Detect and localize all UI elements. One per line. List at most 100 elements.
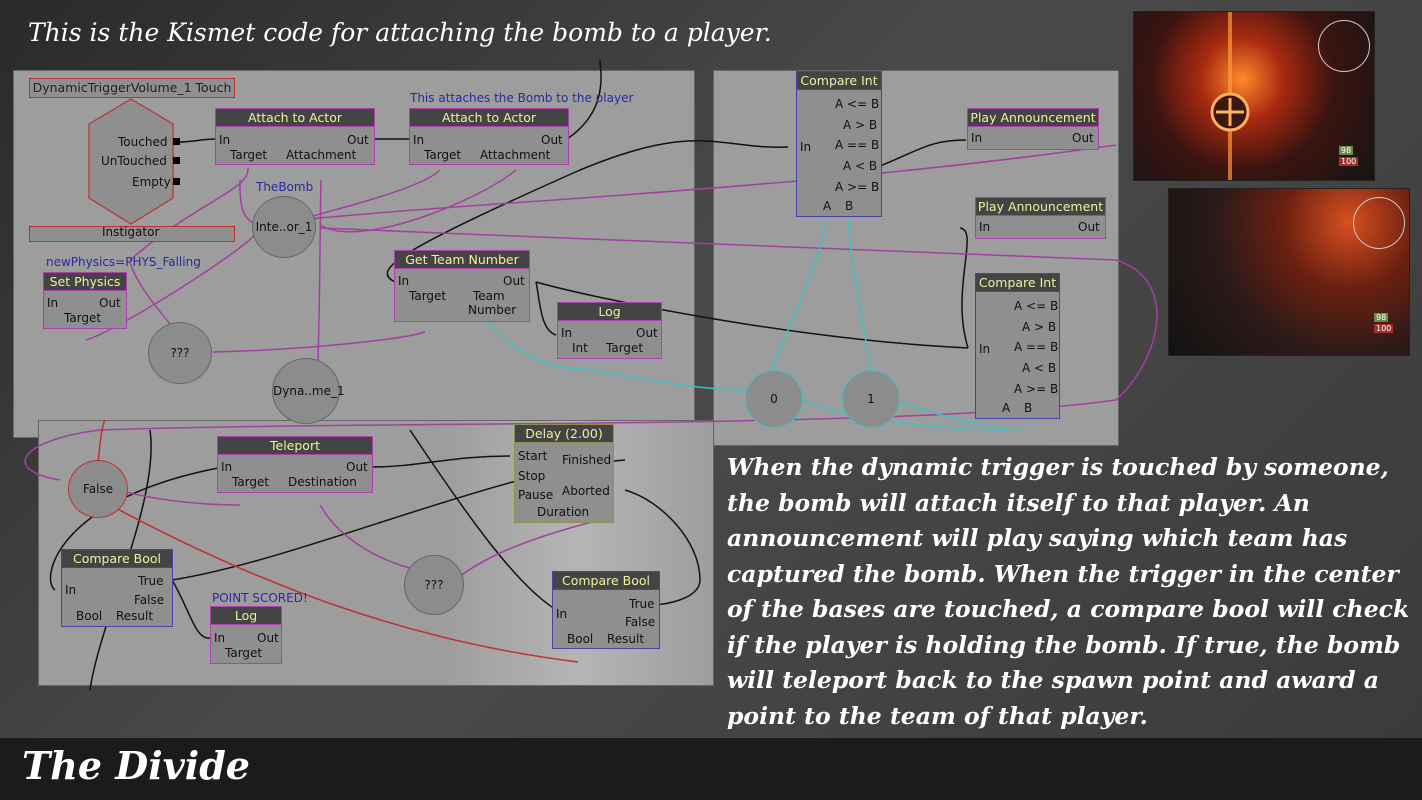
unknown-variable-2[interactable]: ??? [404,555,464,615]
delay-start: Start [518,449,548,463]
bomb-sphere-icon [1210,12,1250,180]
delay-node[interactable]: Delay (2.00) Start Stop Pause Finished A… [514,424,614,523]
compare-int-1-row-1: A <= B [835,97,880,111]
trigger-instigator-label: Instigator [102,225,160,239]
teleport-destination: Destination [288,475,357,489]
teleport-node[interactable]: Teleport In Out Target Destination [217,436,373,493]
compare-int-2-row-2: A > B [1022,320,1057,334]
attach-actor-1-attachment: Attachment [286,148,357,162]
trigger-touched-label: Touched [118,135,168,149]
hud-armor-1: 100 [1339,157,1359,166]
attach-actor-node-2[interactable]: Attach to Actor In Out Target Attachment [409,108,569,165]
compare-int-2-row-4: A < B [1022,361,1057,375]
log-1-int: Int [572,341,588,355]
play-announcement-node-2[interactable]: Play Announcement In Out [975,197,1106,239]
compare-int-2-row-5: A >= B [1014,382,1059,396]
compare-bool-2-title: Compare Bool [553,572,659,590]
description-text: When the dynamic trigger is touched by s… [727,453,1410,730]
hud-armor-2: 100 [1374,324,1394,333]
delay-finished: Finished [562,453,612,467]
attach-actor-2-target: Target [424,148,462,162]
compare-bool-2-result: Result [607,632,645,646]
teleport-in: In [221,460,233,474]
compare-bool-node-1[interactable]: Compare Bool In True False Bool Result [61,549,173,627]
compare-int-2-a: A [1002,401,1011,415]
trigger-untouched-label: UnTouched [101,154,167,168]
teleport-out: Out [346,460,368,474]
game-screenshot-1: 98 100 [1133,11,1375,181]
trigger-touched-pin[interactable] [173,138,180,145]
set-physics-node[interactable]: Set Physics In Out Target [43,272,127,329]
compare-bool-1-true: True [138,574,164,588]
project-title: The Divide [22,743,250,788]
compare-bool-2-false: False [625,615,656,629]
delay-aborted: Aborted [562,484,610,498]
int-one-variable[interactable]: 1 [842,370,900,428]
compare-int-2-title: Compare Int [976,274,1059,292]
compare-int-node-2[interactable]: Compare Int A <= B A > B A == B A < B A … [975,273,1060,419]
compare-bool-1-false: False [134,593,165,607]
trigger-untouched-pin[interactable] [173,157,180,164]
log-node-1[interactable]: Log In Out Int Target [557,302,662,359]
get-team-number-node[interactable]: Get Team Number In Out Target Team Numbe… [394,250,530,322]
attach-actor-2-attachment: Attachment [480,148,551,162]
false-variable[interactable]: False [68,460,128,518]
get-team-out: Out [503,274,525,288]
int-zero-variable[interactable]: 0 [745,370,803,428]
log-1-title: Log [558,303,661,321]
log-2-out: Out [257,631,279,645]
radar-icon [1318,20,1370,72]
compare-int-node-1[interactable]: Compare Int A <= B A > B A == B A < B A … [796,71,882,217]
compare-int-2-row-1: A <= B [1014,299,1059,313]
play-2-in: In [979,220,991,234]
log-node-2[interactable]: Log In Out Target [210,606,282,664]
compare-int-1-a: A [823,199,832,213]
trigger-empty-label: Empty [132,175,171,189]
compare-bool-2-bool: Bool [567,632,594,646]
attach-actor-1-target: Target [230,148,268,162]
unknown-variable-1[interactable]: ??? [148,322,212,384]
log-2-target: Target [225,646,263,660]
delay-stop: Stop [518,469,546,483]
play-1-out: Out [1072,131,1094,145]
attach-comment: This attaches the Bomb to the player [410,91,634,105]
compare-bool-2-true: True [629,597,655,611]
compare-int-1-in: In [800,140,812,154]
attach-actor-2-out: Out [541,133,563,147]
play-2-out: Out [1078,220,1100,234]
instigator-variable[interactable]: Inte..or_1 [252,196,316,258]
attach-actor-2-title: Attach to Actor [410,109,568,127]
attach-actor-1-out: Out [347,133,369,147]
play-2-title: Play Announcement [976,198,1105,216]
dyna-variable[interactable]: Dyna..me_1 [272,358,345,424]
compare-bool-node-2[interactable]: Compare Bool In True False Bool Result [552,571,660,649]
attach-actor-2-in: In [413,133,425,147]
log-1-in: In [561,326,573,340]
set-physics-in: In [47,296,59,310]
the-bomb-label: TheBomb [256,180,314,194]
get-team-in: In [398,274,410,288]
get-team-team: Team [473,289,505,303]
set-physics-title: Set Physics [44,273,126,291]
delay-title: Delay (2.00) [515,425,613,443]
compare-bool-1-title: Compare Bool [62,550,172,568]
attach-actor-node-1[interactable]: Attach to Actor In Out Target Attachment [215,108,375,165]
compare-bool-1-bool: Bool [76,609,103,623]
set-physics-target: Target [64,311,102,325]
hud-health-1: 98 [1339,146,1354,155]
compare-int-2-in: In [979,342,991,356]
radar-icon-2 [1353,197,1405,249]
get-team-title: Get Team Number [395,251,529,269]
compare-int-1-row-5: A >= B [835,180,880,194]
play-1-title: Play Announcement [968,109,1098,127]
compare-int-1-row-2: A > B [843,118,878,132]
point-scored-comment: POINT SCORED! [212,591,308,605]
delay-pause: Pause [518,488,554,502]
play-announcement-node-1[interactable]: Play Announcement In Out [967,108,1099,150]
compare-int-2-row-3: A == B [1014,340,1059,354]
hud-health-2: 98 [1374,313,1389,322]
set-physics-out: Out [99,296,121,310]
compare-int-2-b: B [1024,401,1033,415]
compare-int-1-row-3: A == B [835,138,880,152]
trigger-empty-pin[interactable] [173,178,180,185]
